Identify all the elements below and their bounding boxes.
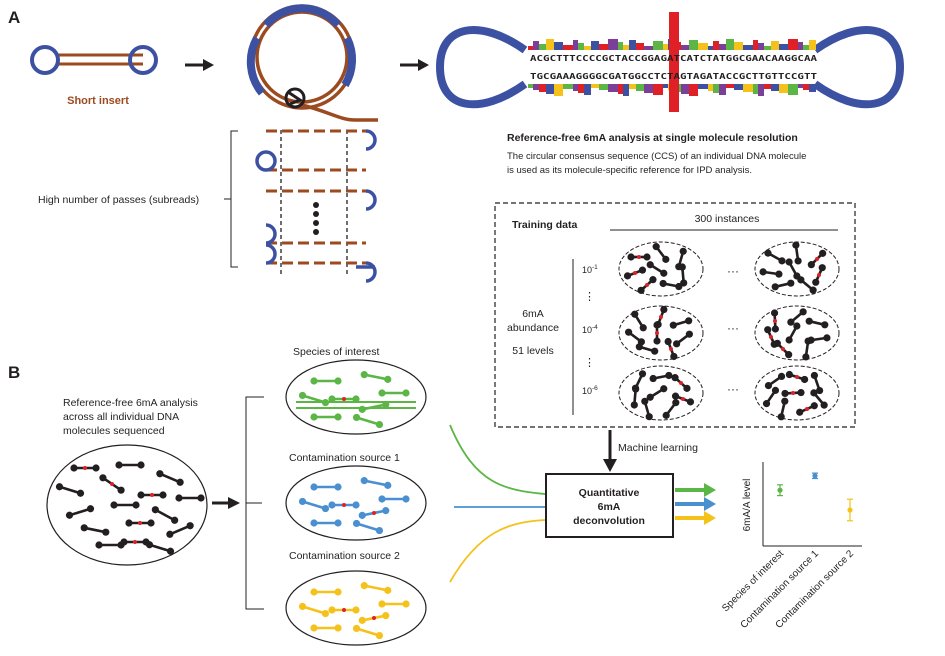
contam1-label: Contamination source 1 xyxy=(289,452,400,464)
subreads-stack xyxy=(224,129,377,283)
short-insert-label: Short insert xyxy=(67,95,129,107)
arrow-2 xyxy=(400,59,429,71)
machine-learning-label: Machine learning xyxy=(618,442,698,454)
abundance-label-1: 6mA xyxy=(522,308,544,320)
machine-learning-arrow xyxy=(603,430,617,472)
data-point-1 xyxy=(777,487,783,493)
group-molecules xyxy=(296,371,416,640)
row-label-3: 10-6 xyxy=(582,385,598,396)
row-label-1: 10-1 xyxy=(582,264,598,275)
circular-template xyxy=(246,4,378,122)
hdots-1: ··· xyxy=(727,264,739,278)
hdots-3: ··· xyxy=(727,382,739,396)
ccs-dumbbell xyxy=(435,12,905,112)
decon-line2: 6mA xyxy=(598,501,621,513)
result-chart: 6mA/A level Species of interestContamina… xyxy=(720,462,862,631)
panel-b-label: B xyxy=(8,363,20,382)
decon-line1: Quantitative xyxy=(579,487,640,499)
passes-label: High number of passes (subreads) xyxy=(38,194,199,206)
deconvolution-box xyxy=(545,473,674,538)
data-point-3 xyxy=(847,507,853,513)
split-arrow xyxy=(212,396,264,610)
instances-label: 300 instances xyxy=(695,213,760,225)
short-insert-dumbbell xyxy=(30,45,158,75)
polymerase-icon xyxy=(284,87,306,109)
hdots-2: ··· xyxy=(727,321,739,335)
species-ellipse xyxy=(285,359,427,435)
decon-line3: deconvolution xyxy=(573,515,645,527)
training-data-title: Training data xyxy=(512,219,578,231)
abundance-label-2: abundance xyxy=(507,322,559,334)
sequence-top: ACGCTTTCCCCGCTACCGGAGATCATCTATGGCGAACAAG… xyxy=(530,53,817,63)
panel-a-label: A xyxy=(8,8,20,27)
vdots-1: ⋮ xyxy=(584,291,595,303)
sequence-bottom: TGCGAAAGGGGCGATGGCCTCTAGTAGATACCGCTTGTTC… xyxy=(530,71,817,81)
levels-label: 51 levels xyxy=(512,345,553,357)
ccs-description-line1: The circular consensus sequence (CCS) of… xyxy=(507,151,806,162)
arrow-1 xyxy=(185,59,214,71)
data-point-2 xyxy=(812,473,818,479)
ref-free-line1: Reference-free 6mA analysis xyxy=(63,397,198,409)
all-molecules xyxy=(55,461,205,555)
ref-free-line2: across all individual DNA xyxy=(63,411,179,423)
yellow-line xyxy=(449,519,546,583)
contam1-ellipse xyxy=(285,465,427,541)
training-data-box xyxy=(494,202,856,428)
vdots-2: ⋮ xyxy=(584,357,595,369)
x-tick-label-1: Species of interest xyxy=(720,548,786,614)
chart-ylabel: 6mA/A level xyxy=(742,479,753,532)
ccs-description-line2: is used as its molecule-specific referen… xyxy=(507,165,752,176)
contam2-ellipse xyxy=(285,570,427,646)
row-label-2: 10-4 xyxy=(582,324,598,335)
ref-free-line3: molecules sequenced xyxy=(63,425,165,437)
species-label: Species of interest xyxy=(293,346,379,358)
all-molecules-ellipse xyxy=(46,444,208,566)
training-molecule-sets xyxy=(618,241,840,421)
ccs-title: Reference-free 6mA analysis at single mo… xyxy=(507,132,798,144)
green-line xyxy=(449,424,546,495)
ipd-peak-marker xyxy=(669,12,679,112)
contam2-label: Contamination source 2 xyxy=(289,550,400,562)
output-arrows xyxy=(675,483,716,525)
